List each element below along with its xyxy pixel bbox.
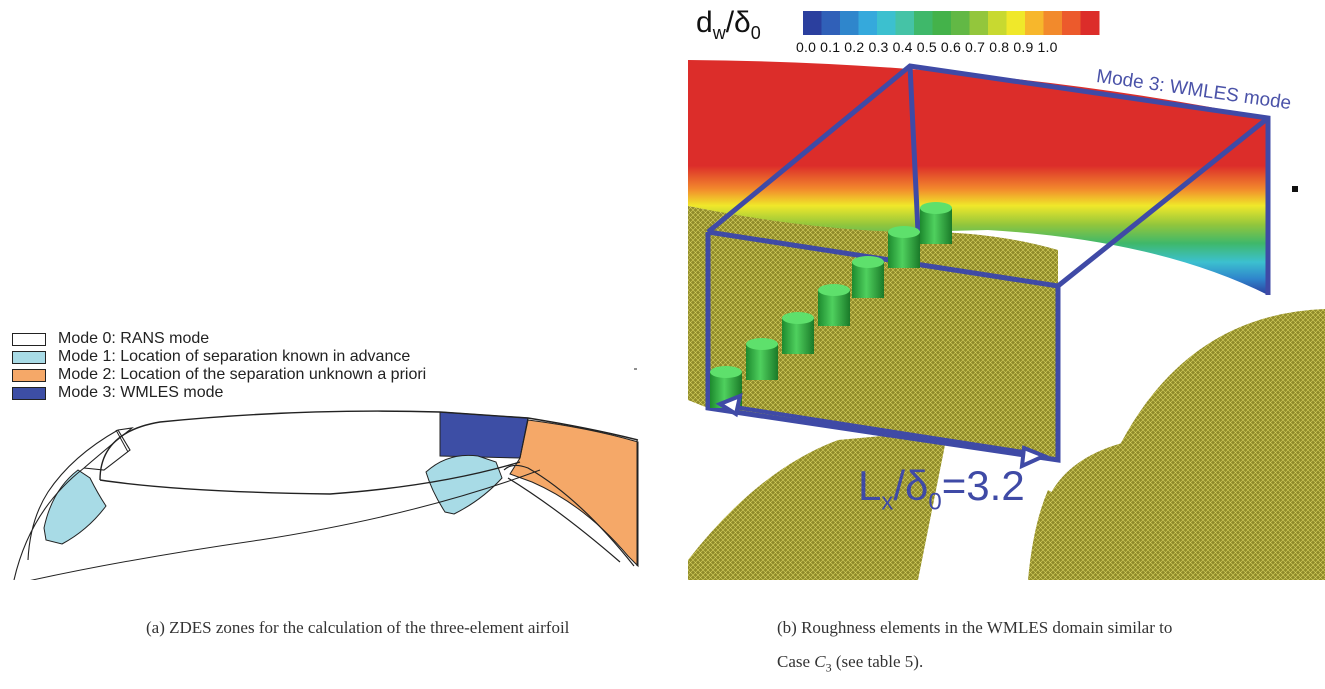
lower-arc [30,469,541,580]
length-label: Lx/δ0=3.2 [858,462,1025,516]
mode1-zone-slat [43,469,107,545]
colorbar-cell [932,11,952,35]
lower-wing-mesh [688,430,948,580]
colorbar-cell [803,11,822,35]
mode2-zone [509,419,639,568]
colorbar-cell [895,11,915,35]
flap-outline [503,464,635,567]
colorbar [803,11,1100,35]
caption-b-line1: (b) Roughness elements in the WMLES doma… [777,618,1173,637]
colorbar-cell [1043,11,1063,35]
legend-swatch-mode1 [12,350,46,364]
slat-outline [13,427,134,580]
floor-mesh [688,206,1058,460]
colorbar-cell [969,11,989,35]
legend-item: Mode 3: WMLES mode [12,384,426,402]
mode-legend: Mode 0: RANS mode Mode 1: Location of se… [12,330,426,402]
legend-swatch-mode0 [12,332,46,346]
colorbar-cell [914,11,933,35]
colorbar-cell [1006,11,1026,35]
caption-b: (b) Roughness elements in the WMLES doma… [777,611,1307,684]
airfoil-diagram [13,368,639,580]
colorbar-cell [858,11,878,35]
length-arrow [715,392,1050,470]
legend-item: Mode 2: Location of the separation unkno… [12,366,426,384]
legend-item: Mode 1: Location of separation known in … [12,348,426,366]
colorbar-cell [988,11,1007,35]
colorbar-cell [1062,11,1081,35]
wmles-box [705,63,1271,463]
legend-swatch-mode3 [12,386,46,400]
legend-label: Mode 1: Location of separation known in … [58,348,411,365]
zone-boundaries [115,412,529,459]
wmles-render [688,11,1325,580]
caption-b-line2: Case C3 (see table 5). [777,652,924,675]
small-marker [1292,186,1298,192]
right-wing-mesh [1028,305,1325,580]
panel-b-wmles-domain: dw/δ0 0.0 0.1 0.2 0.3 0.4 0.5 0.6 0.7 0.… [688,0,1325,580]
colorbar-cell [821,11,841,35]
legend-label: Mode 0: RANS mode [58,330,210,347]
colorbar-cell [1080,11,1100,35]
right-wing-edge [1044,301,1325,493]
panel-a-airfoil-zones: Mode 0: RANS mode Mode 1: Location of se… [0,0,660,580]
colorbar-cell [1025,11,1044,35]
mode3-zone [439,411,529,459]
colorbar-cell [840,11,859,35]
colorbar-cell [877,11,896,35]
colorbar-label: dw/δ0 [696,6,761,43]
legend-swatch-mode2 [12,368,46,382]
legend-label: Mode 3: WMLES mode [58,384,224,401]
mode1-zone-trailing [425,454,503,515]
caption-a: (a) ZDES zones for the calculation of th… [146,618,570,637]
legend-label: Mode 2: Location of the separation unkno… [58,366,427,383]
colorbar-cell [951,11,970,35]
roughness-elements [710,202,952,408]
colorbar-ticks: 0.0 0.1 0.2 0.3 0.4 0.5 0.6 0.7 0.8 0.9 … [796,39,1058,55]
legend-item: Mode 0: RANS mode [12,330,426,348]
